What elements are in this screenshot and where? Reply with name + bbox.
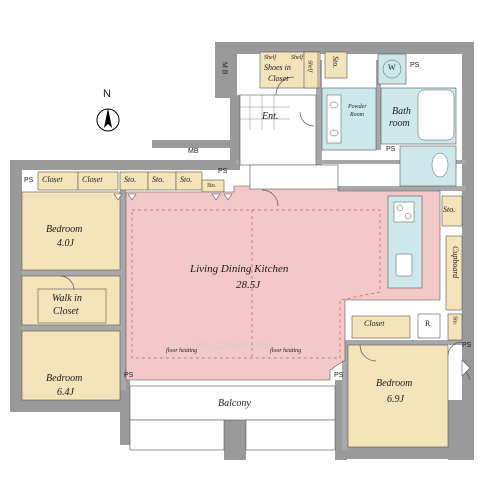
pipe-space-3: PS	[410, 62, 420, 69]
pipe-space-5: PS	[124, 372, 134, 379]
interior-walls	[22, 60, 466, 450]
floor-heating-label-2: floor heating	[270, 348, 302, 354]
storage-label-2: Sto.	[152, 175, 165, 184]
entrance-floor	[239, 94, 317, 166]
bedroom-6-4j-size: 6.4J	[57, 387, 74, 398]
powder-room-line1: Powder	[348, 104, 367, 110]
walk-in-closet-line1: Walk in	[52, 293, 82, 304]
cupboard-label: Cupboard	[450, 246, 460, 279]
washer-label: W	[388, 63, 396, 72]
bedroom-4j-name: Bedroom	[46, 224, 83, 235]
balcony-floor	[129, 385, 336, 421]
ldk-floor	[125, 185, 441, 381]
bedroom-6-9j-name: Bedroom	[376, 378, 413, 389]
refrigerator-label: R	[425, 319, 431, 328]
compass-label: N	[103, 88, 111, 100]
powder-room-line2: Room	[350, 112, 364, 118]
storage-label-small: Sto.	[451, 316, 458, 326]
shelf-label-2: Shelf	[291, 55, 303, 61]
meter-box-vertical: M B	[220, 62, 228, 75]
shelf-label-1: Shelf	[264, 55, 276, 61]
shoes-closet-line2: Closet	[268, 74, 289, 83]
closet-label-1: Closet	[42, 175, 63, 184]
walk-in-closet-line2: Closet	[53, 306, 79, 317]
meter-box-label: MB	[188, 148, 199, 155]
storage-label-4: Sto.	[207, 183, 217, 189]
bathroom-line1: Bath	[392, 106, 411, 117]
bedroom-4j-floor	[21, 191, 121, 271]
pipe-space-1: PS	[24, 177, 34, 184]
floor-heating-zone	[131, 209, 381, 359]
watermark: Kin Corporation	[196, 340, 273, 352]
storage-label-3: Sto.	[180, 175, 193, 184]
bedroom-6-4j-name: Bedroom	[46, 373, 83, 384]
shelf-label-3: Shelf	[306, 60, 313, 72]
shoes-closet-line1: Shoes in	[264, 63, 291, 72]
storage-label-1: Sto.	[124, 175, 137, 184]
floor-heating-label-1: floor heating	[166, 348, 198, 354]
pipe-space-4: PS	[386, 146, 396, 153]
balcony-label: Balcony	[218, 398, 251, 409]
closet-label-3: Closet	[364, 319, 385, 328]
bedroom-6-9j-size: 6.9J	[387, 394, 404, 405]
bedroom-6-4j-floor	[21, 330, 121, 401]
pipe-space-7: PS	[462, 342, 472, 349]
ldk-name: Living Dining Kitchen	[190, 263, 289, 275]
bedroom-4j-size: 4.0J	[57, 238, 74, 249]
door-swings	[59, 76, 471, 381]
bedroom-6-9j-floor	[347, 344, 449, 448]
ldk-size: 28.5J	[236, 279, 261, 291]
storage-label-right: Sto.	[443, 205, 456, 214]
storage-label-top: Sto.	[330, 56, 340, 69]
pipe-space-6: PS	[334, 372, 344, 379]
closet-label-2: Closet	[82, 175, 103, 184]
exterior-walls	[10, 42, 474, 460]
pipe-space-2: PS	[218, 168, 228, 175]
compass	[96, 108, 120, 132]
entrance-label: Ent.	[262, 111, 279, 122]
bathroom-line2: room	[389, 118, 410, 129]
